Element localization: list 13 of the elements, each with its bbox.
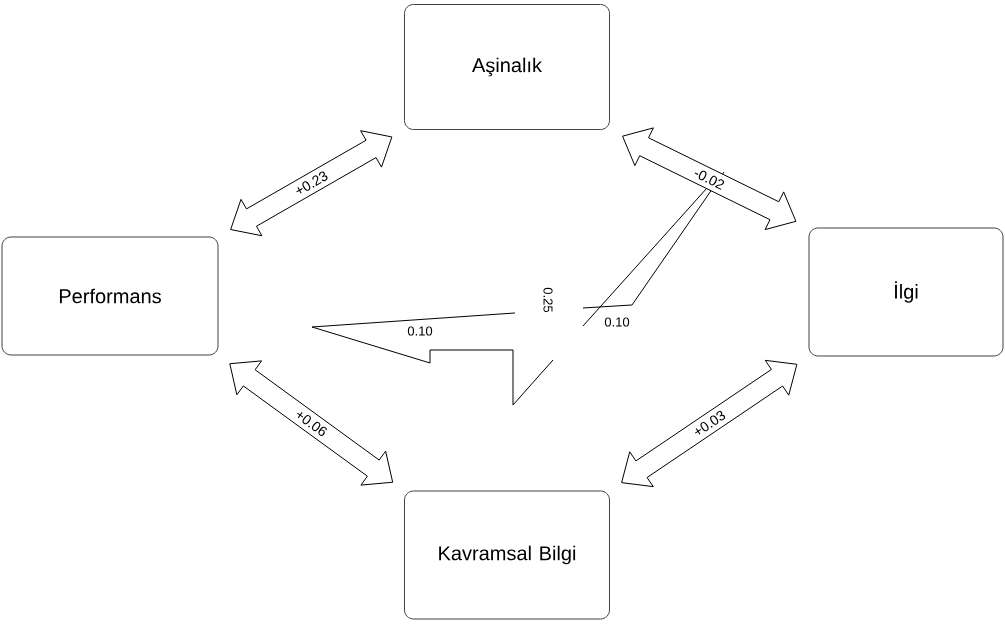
concept-box: Kavramsal Bilgi bbox=[404, 490, 610, 620]
coefficient-label: 0.25 bbox=[543, 287, 553, 313]
double-arrow bbox=[622, 127, 797, 231]
edge-label: -0.02 bbox=[694, 170, 725, 190]
double-arrow bbox=[229, 360, 394, 486]
edge-label: +0.23 bbox=[296, 171, 328, 194]
concept-box: Performans bbox=[1, 236, 219, 356]
coefficient-label: 0.10 bbox=[604, 317, 630, 327]
concept-box: İlgi bbox=[808, 227, 1004, 357]
concept-box: Aşinalık bbox=[404, 4, 610, 130]
double-arrow bbox=[621, 359, 798, 488]
coefficient-label: 0.10 bbox=[407, 326, 433, 336]
double-arrow bbox=[230, 130, 393, 237]
